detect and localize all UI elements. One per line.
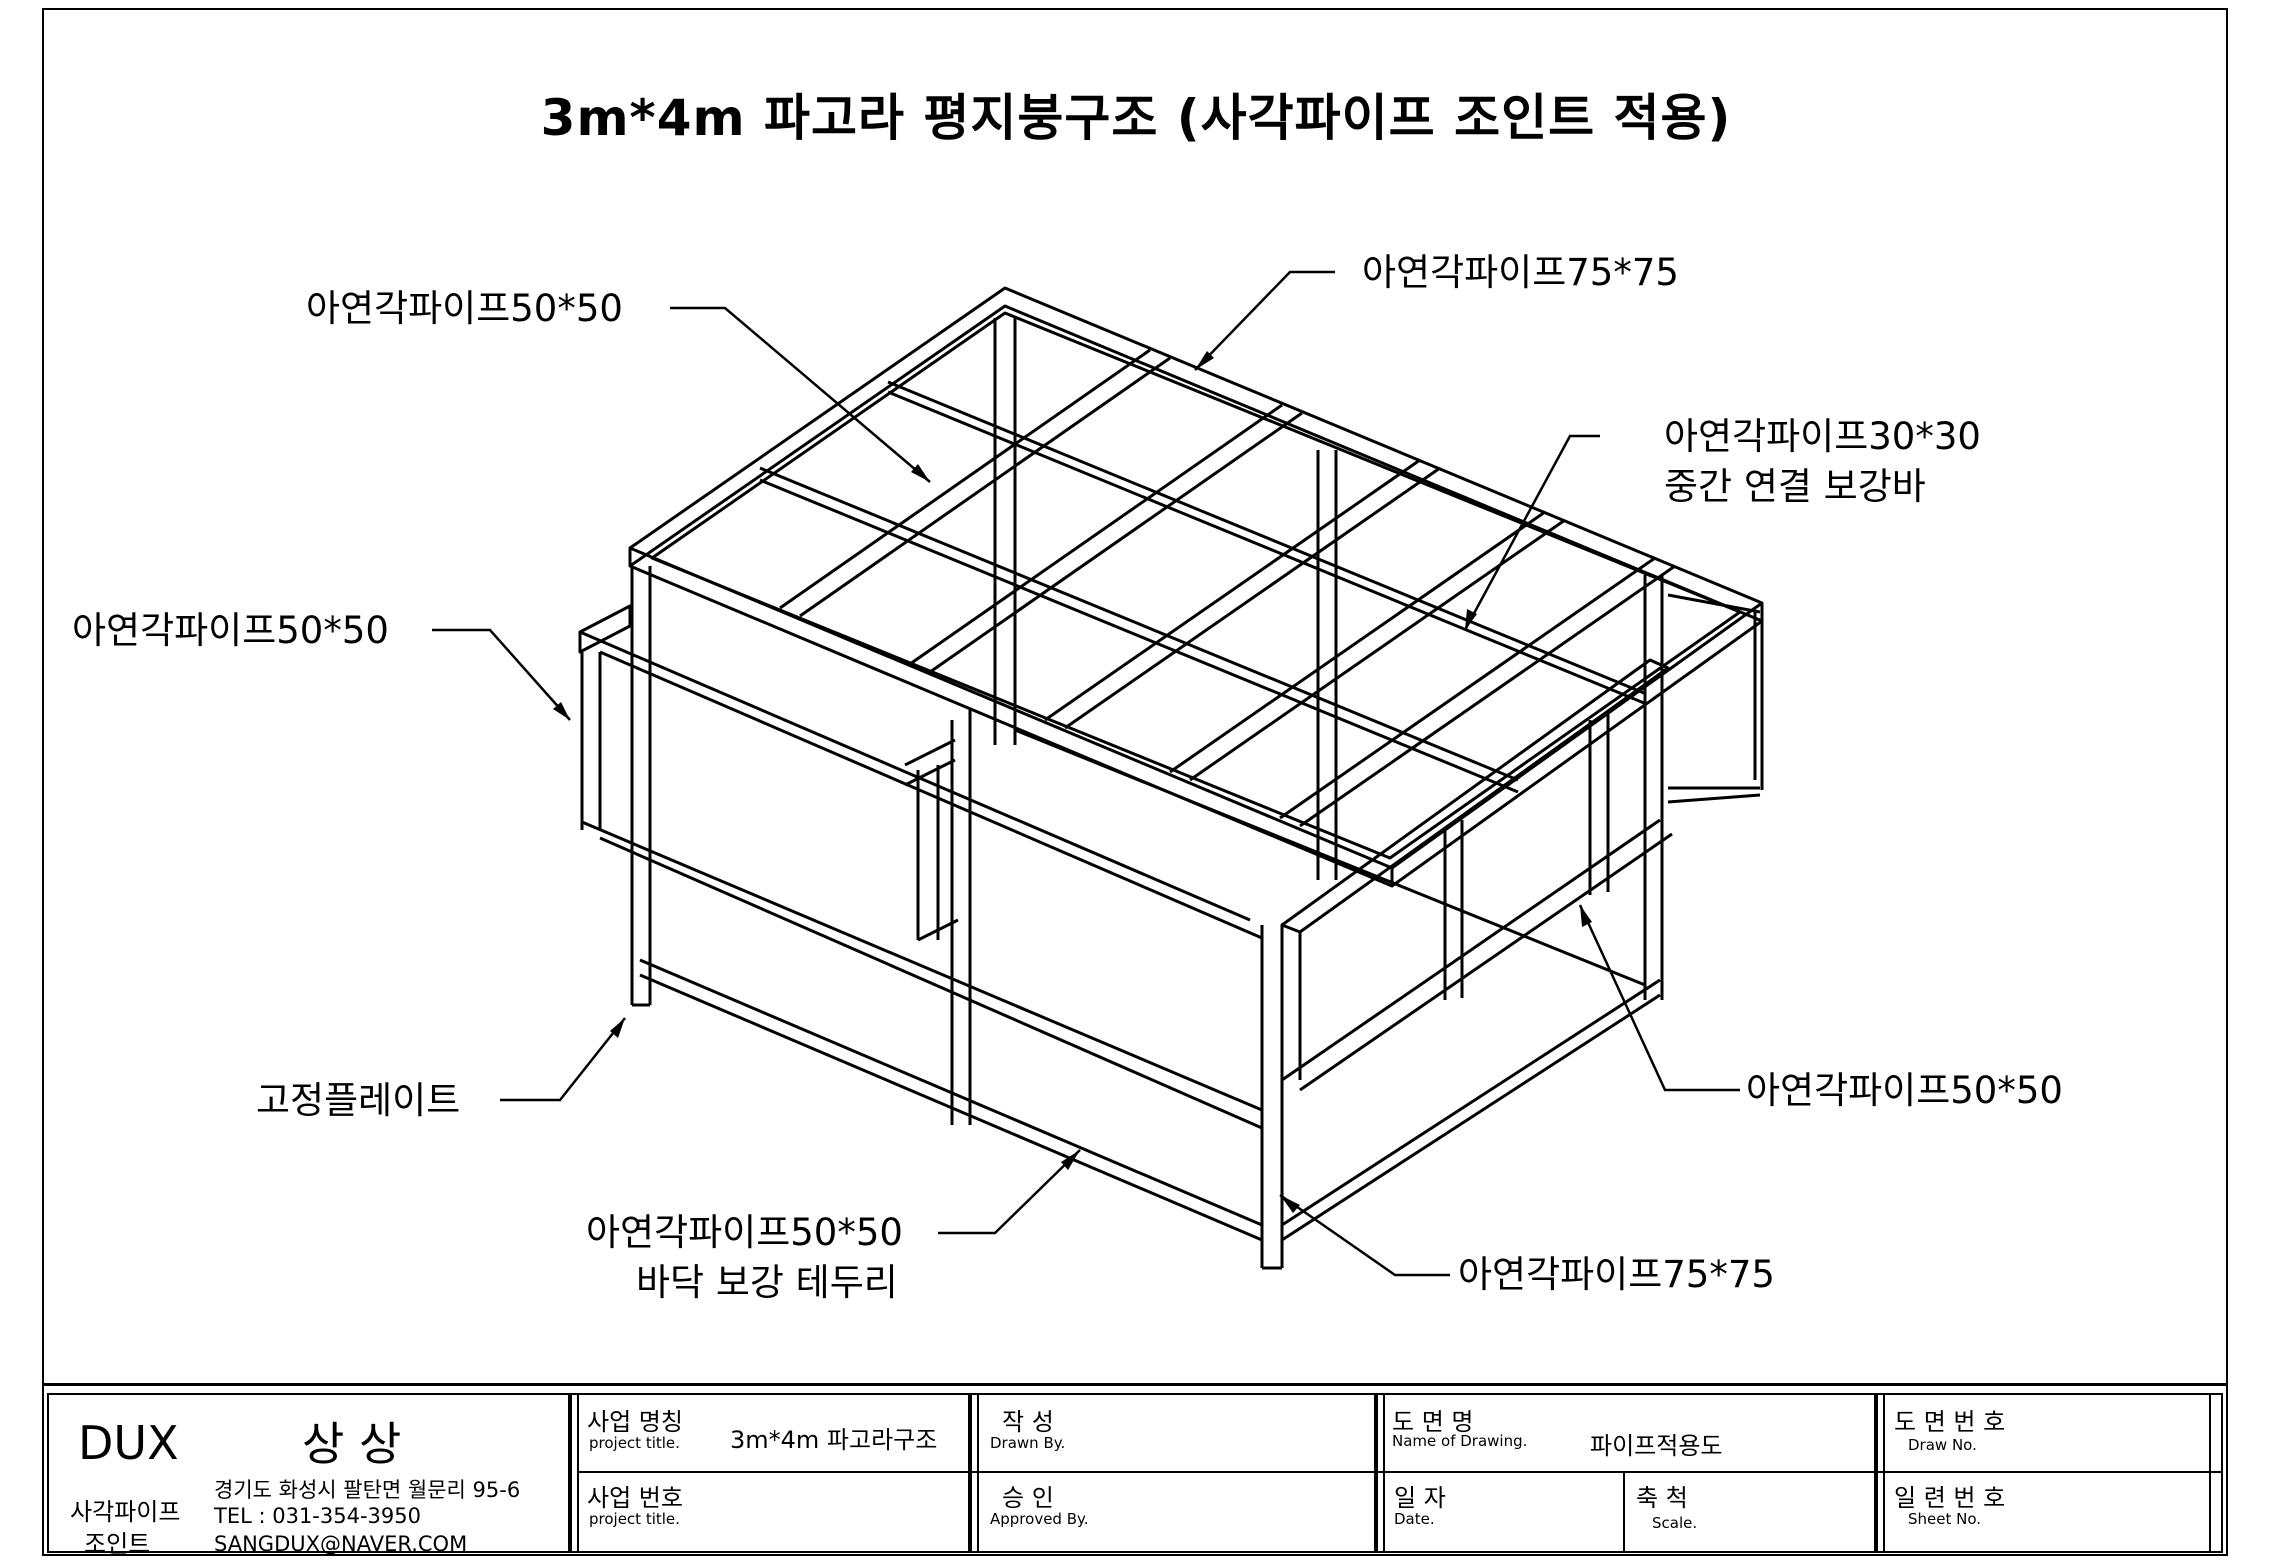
- date-en: Date.: [1394, 1510, 1435, 1528]
- scale-en: Scale.: [1652, 1514, 1698, 1532]
- outer-right-frame: [1280, 593, 1764, 1092]
- outer-left-frame: [578, 604, 1263, 1130]
- label-floor-2: 바닥 보강 테두리: [636, 1261, 898, 1304]
- draw-no-kr: 도 면 번 호: [1894, 1408, 2006, 1436]
- label-right-frame: 아연각파이프50*50: [1746, 1069, 2063, 1112]
- project-name-en: project title.: [589, 1434, 680, 1452]
- product-line-1: 사각파이프: [70, 1498, 181, 1526]
- date-kr: 일 자: [1394, 1484, 1446, 1512]
- title-block-grid: [47, 1393, 2223, 1553]
- company-name: 상 상: [302, 1417, 402, 1471]
- company-tel: TEL : 031-354-3950: [214, 1504, 421, 1528]
- drawn-by-kr: 작 성: [1002, 1408, 1054, 1436]
- drawing-border: [42, 8, 2228, 1556]
- product-line-2: 조인트: [84, 1530, 151, 1558]
- drawing-title: 3m*4m 파고라 평지붕구조 (사각파이프 조인트 적용): [540, 89, 1732, 147]
- company-address: 경기도 화성시 팔탄면 월문리 95-6: [214, 1478, 521, 1502]
- label-roof-beam: 아연각파이프75*75: [1362, 251, 1679, 294]
- drawing-name-kr: 도 면 명: [1392, 1408, 1474, 1436]
- label-mid-bar-2: 중간 연결 보강바: [1664, 465, 1926, 508]
- sheet-no-kr: 일 련 번 호: [1894, 1484, 2006, 1512]
- drawing-name-en: Name of Drawing.: [1392, 1432, 1528, 1450]
- right-corner-post: [1643, 575, 1664, 1000]
- label-corner-post: 아연각파이프75*75: [1458, 1253, 1775, 1296]
- project-no-kr: 사업 번호: [587, 1484, 683, 1512]
- back-posts: [993, 318, 1338, 880]
- drawn-by-en: Drawn By.: [990, 1434, 1066, 1452]
- company-email: SANGDUX@NAVER.COM: [214, 1532, 468, 1556]
- project-name-value: 3m*4m 파고라구조: [730, 1426, 938, 1454]
- leader-arrowheads: [553, 351, 1592, 1213]
- project-name-kr: 사업 명칭: [587, 1408, 683, 1436]
- floor-rim: [639, 728, 1661, 1242]
- draw-no-en: Draw No.: [1908, 1436, 1977, 1454]
- label-floor-1: 아연각파이프50*50: [586, 1211, 903, 1254]
- brand-name: DUX: [78, 1416, 179, 1470]
- roof-grid-long: [759, 380, 1645, 794]
- label-roof-grid: 아연각파이프50*50: [306, 287, 623, 330]
- approved-by-en: Approved By.: [990, 1510, 1089, 1528]
- roof-frame: [628, 286, 1764, 888]
- label-side-frame: 아연각파이프50*50: [72, 609, 389, 652]
- title-block: DUX 상 상 사각파이프 조인트 경기도 화성시 팔탄면 월문리 95-6 T…: [42, 1383, 2228, 1558]
- leader-lines: [432, 270, 1740, 1277]
- drawing-name-value: 파이프적용도: [1590, 1432, 1723, 1460]
- left-corner-post: [630, 566, 652, 1007]
- project-no-en: project title.: [589, 1510, 680, 1528]
- approved-by-kr: 승 인: [1002, 1484, 1054, 1512]
- label-fix-plate: 고정플레이트: [256, 1079, 461, 1122]
- label-mid-bar-1: 아연각파이프30*30: [1664, 415, 1981, 458]
- roof-grid-short: [779, 348, 1676, 828]
- front-corner-post: [1260, 925, 1284, 1270]
- scale-kr: 축 척: [1636, 1484, 1688, 1512]
- sheet-no-en: Sheet No.: [1908, 1510, 1982, 1528]
- front-mid-post: [950, 710, 972, 1125]
